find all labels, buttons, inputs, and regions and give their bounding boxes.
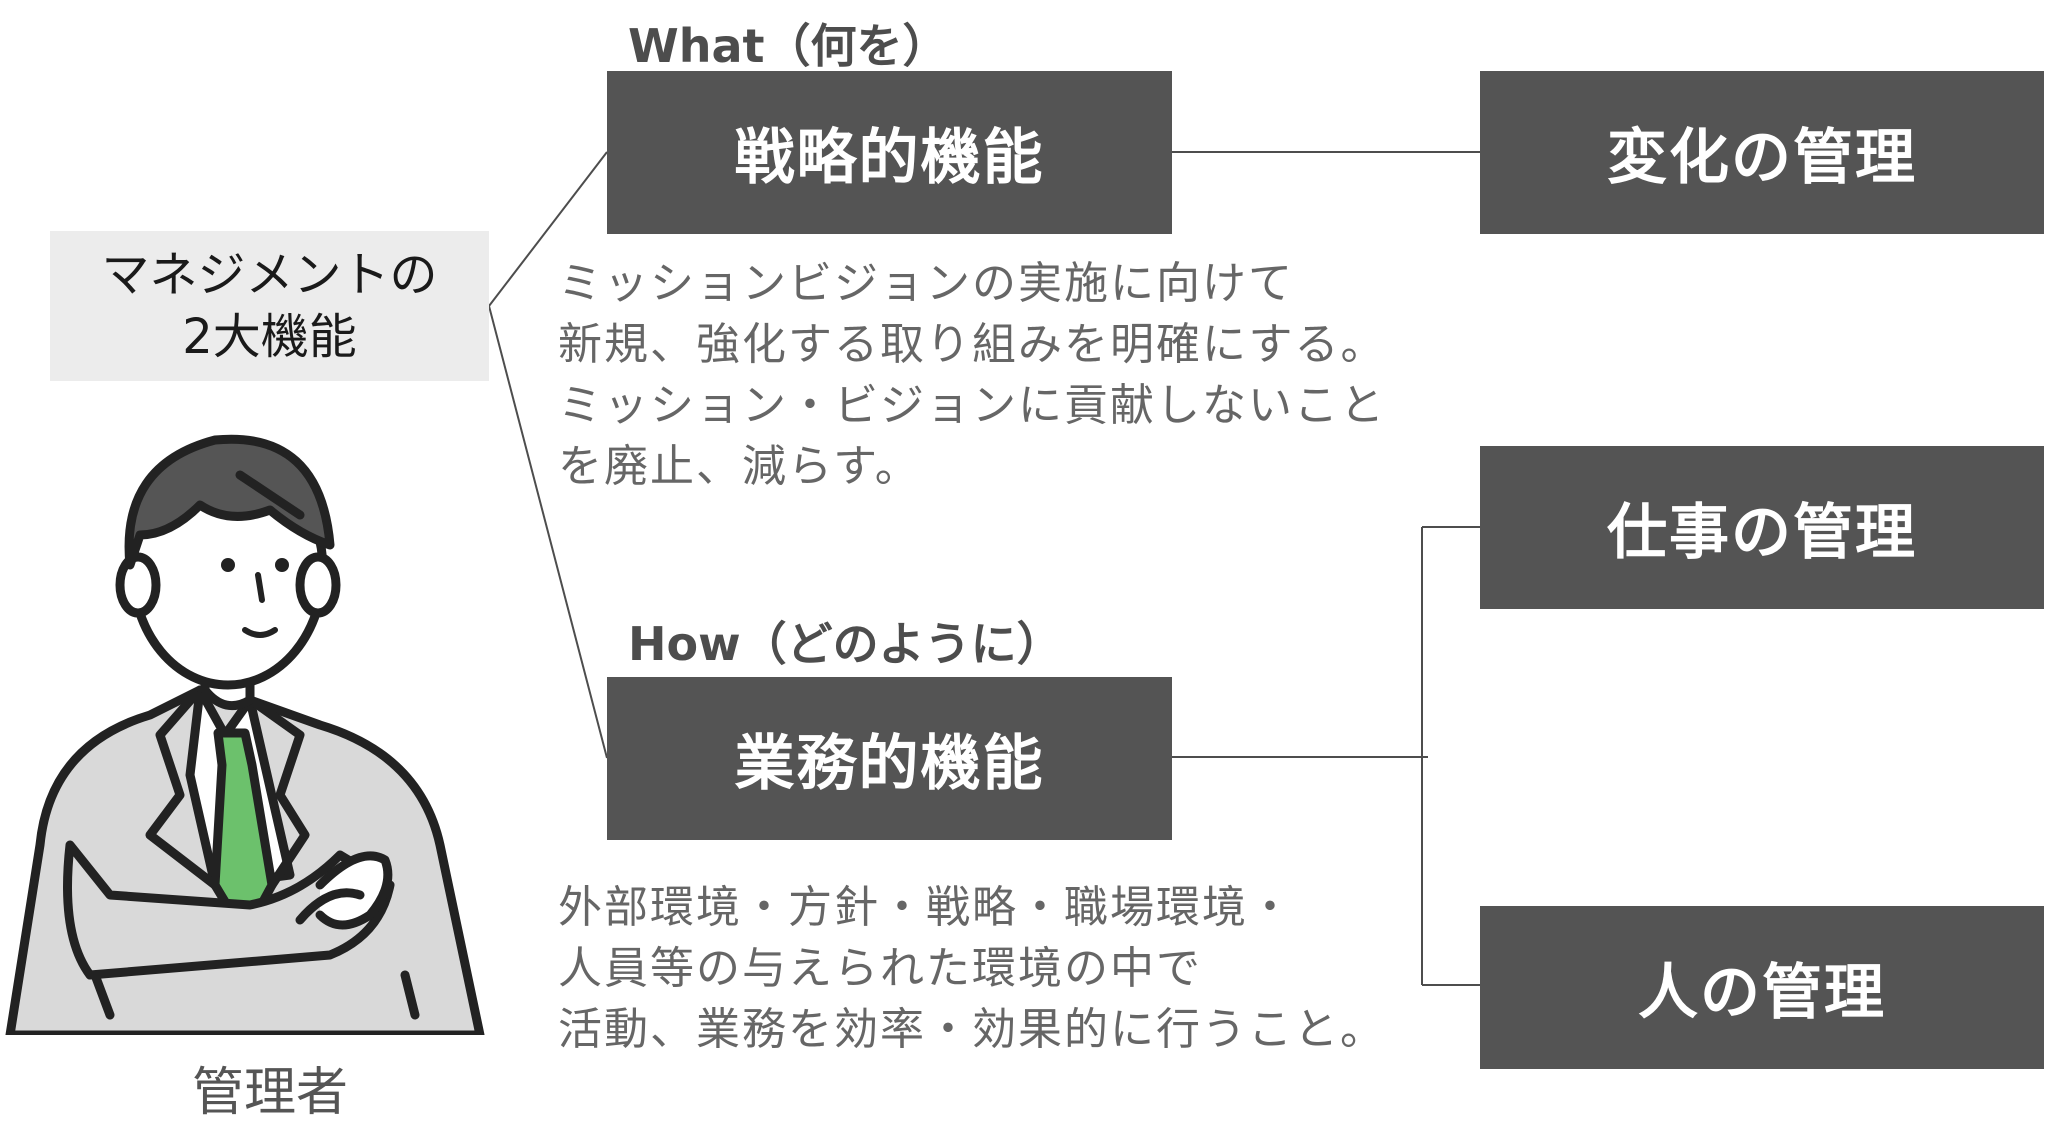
- operational-heading: How（どのように）: [628, 617, 1063, 671]
- work-management-box: 仕事の管理: [1480, 446, 2044, 609]
- strategic-desc-line: 新規、強化する取り組みを明確にする。: [558, 319, 1387, 370]
- label-line-1: マネジメントの: [101, 247, 438, 303]
- strategic-description: ミッションビジョンの実施に向けて 新規、強化する取り組みを明確にする。 ミッショ…: [558, 253, 1386, 497]
- operational-desc-line: 外部環境・方針・戦略・職場環境・: [558, 882, 1294, 933]
- people-management-box: 人の管理: [1480, 906, 2044, 1069]
- operational-desc-line: 人員等の与えられた環境の中で: [558, 943, 1202, 994]
- operational-function-box: 業務的機能: [607, 677, 1172, 840]
- manager-caption: 管理者: [191, 1063, 348, 1123]
- management-functions-label: マネジメントの 2大機能: [50, 231, 489, 381]
- operational-description: 外部環境・方針・戦略・職場環境・ 人員等の与えられた環境の中で 活動、業務を効率…: [558, 877, 1386, 1060]
- label-line-2: 2大機能: [182, 309, 357, 365]
- connector-label-to-strategic: [488, 151, 608, 307]
- strategic-desc-line: を廃止、減らす。: [558, 441, 921, 492]
- strategic-desc-line: ミッションビジョンの実施に向けて: [558, 258, 1294, 309]
- businessman-icon: [5, 434, 485, 1035]
- strategic-heading: What（何を）: [628, 19, 949, 73]
- strategic-desc-line: ミッション・ビジョンに貢献しないこと: [558, 380, 1386, 431]
- connector-label-to-operational: [488, 305, 608, 759]
- strategic-function-box: 戦略的機能: [607, 71, 1172, 234]
- operational-desc-line: 活動、業務を効率・効果的に行うこと。: [558, 1004, 1386, 1055]
- change-management-box: 変化の管理: [1480, 71, 2044, 234]
